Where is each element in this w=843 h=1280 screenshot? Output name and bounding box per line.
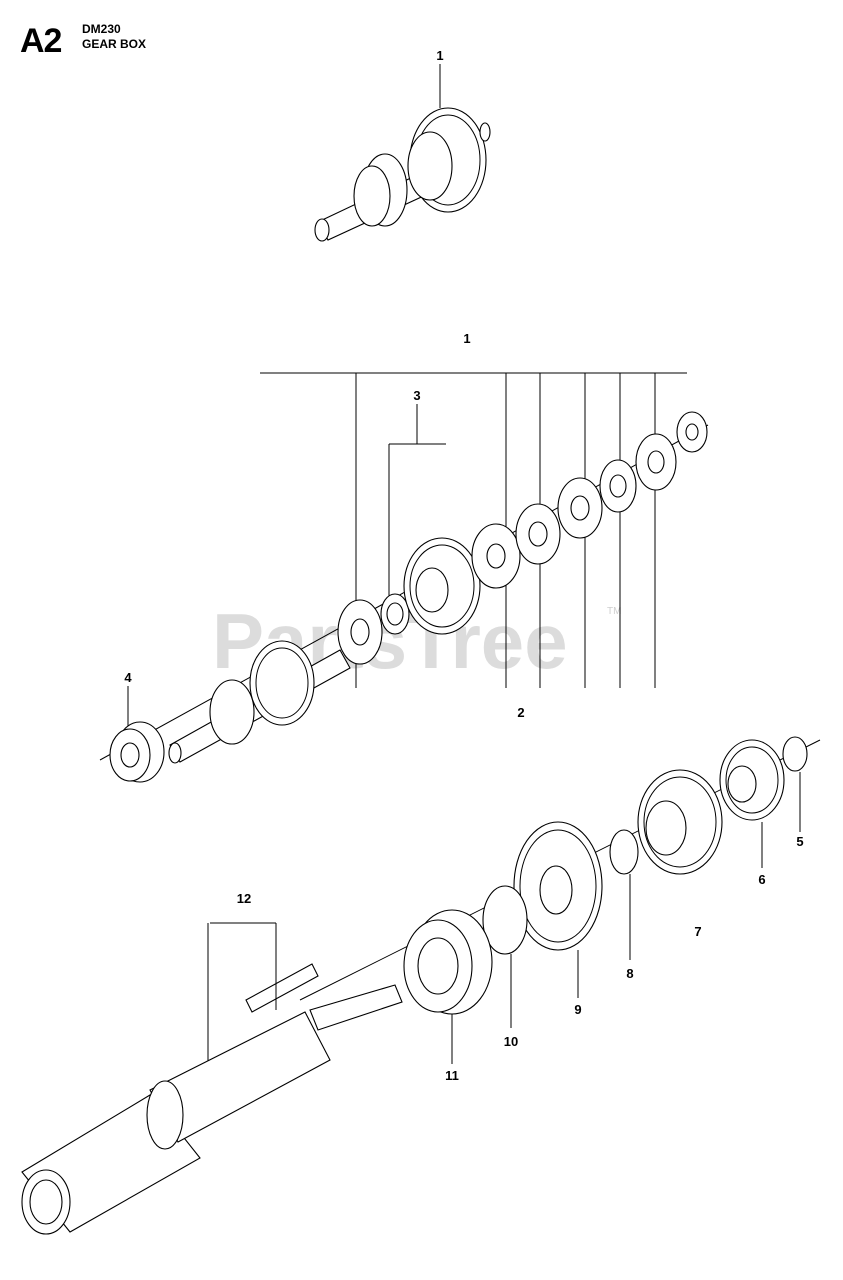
bushing-3[interactable] xyxy=(380,593,410,635)
callout-8: 8 xyxy=(626,966,633,981)
bearing-11[interactable] xyxy=(403,909,493,1064)
watermark-tm: TM xyxy=(607,606,621,617)
shaft-end xyxy=(314,218,330,242)
input-shaft-large-gear-teeth xyxy=(255,647,309,719)
callout-5: 5 xyxy=(796,834,803,849)
gear-7[interactable] xyxy=(637,769,723,875)
callout-6: 6 xyxy=(758,872,765,887)
washer-e[interactable] xyxy=(635,433,677,491)
input-shaft-small-gear xyxy=(209,679,255,745)
output-shaft[interactable] xyxy=(21,984,403,1235)
callout-7: 7 xyxy=(694,924,701,939)
nut[interactable] xyxy=(676,411,708,453)
washer-b[interactable] xyxy=(515,503,561,565)
key-12[interactable] xyxy=(207,922,319,1068)
output-shaft-collar xyxy=(146,1080,184,1150)
callout-4: 4 xyxy=(124,670,132,685)
small-gear-face xyxy=(353,165,391,227)
model-number: DM230 xyxy=(82,22,121,36)
callout-10: 10 xyxy=(504,1034,518,1049)
gear-6[interactable] xyxy=(719,739,785,868)
input-shaft[interactable] xyxy=(168,640,351,764)
input-shaft-large-gear xyxy=(249,640,315,726)
ring-8[interactable] xyxy=(609,829,639,960)
callout-9: 9 xyxy=(574,1002,581,1017)
callout-2: 2 xyxy=(517,705,524,720)
large-gear-hub xyxy=(407,131,453,201)
section-title: GEAR BOX xyxy=(82,37,147,51)
output-shaft-tip xyxy=(309,984,403,1031)
washer-d[interactable] xyxy=(599,459,637,513)
bearing-4[interactable] xyxy=(109,721,165,783)
shaft-tip xyxy=(479,122,491,142)
circlip-5[interactable] xyxy=(782,736,808,832)
callout-11: 11 xyxy=(445,1068,459,1083)
helical-gear[interactable] xyxy=(403,537,481,635)
shaft-assembly-complete[interactable] xyxy=(314,64,491,242)
callout-1-group: 1 xyxy=(463,331,470,346)
callout-3: 3 xyxy=(413,388,420,403)
washer-c[interactable] xyxy=(557,477,603,539)
output-shaft-bore xyxy=(29,1179,63,1225)
washer-a[interactable] xyxy=(337,599,383,665)
gear-9[interactable] xyxy=(513,821,603,998)
callout-1-top: 1 xyxy=(436,48,443,63)
diagram-code: A2 xyxy=(20,22,62,60)
callout-bracket-3 xyxy=(388,404,446,600)
callout-12: 12 xyxy=(237,891,251,906)
washer-2[interactable] xyxy=(471,523,521,589)
circlip-10[interactable] xyxy=(482,885,528,1028)
